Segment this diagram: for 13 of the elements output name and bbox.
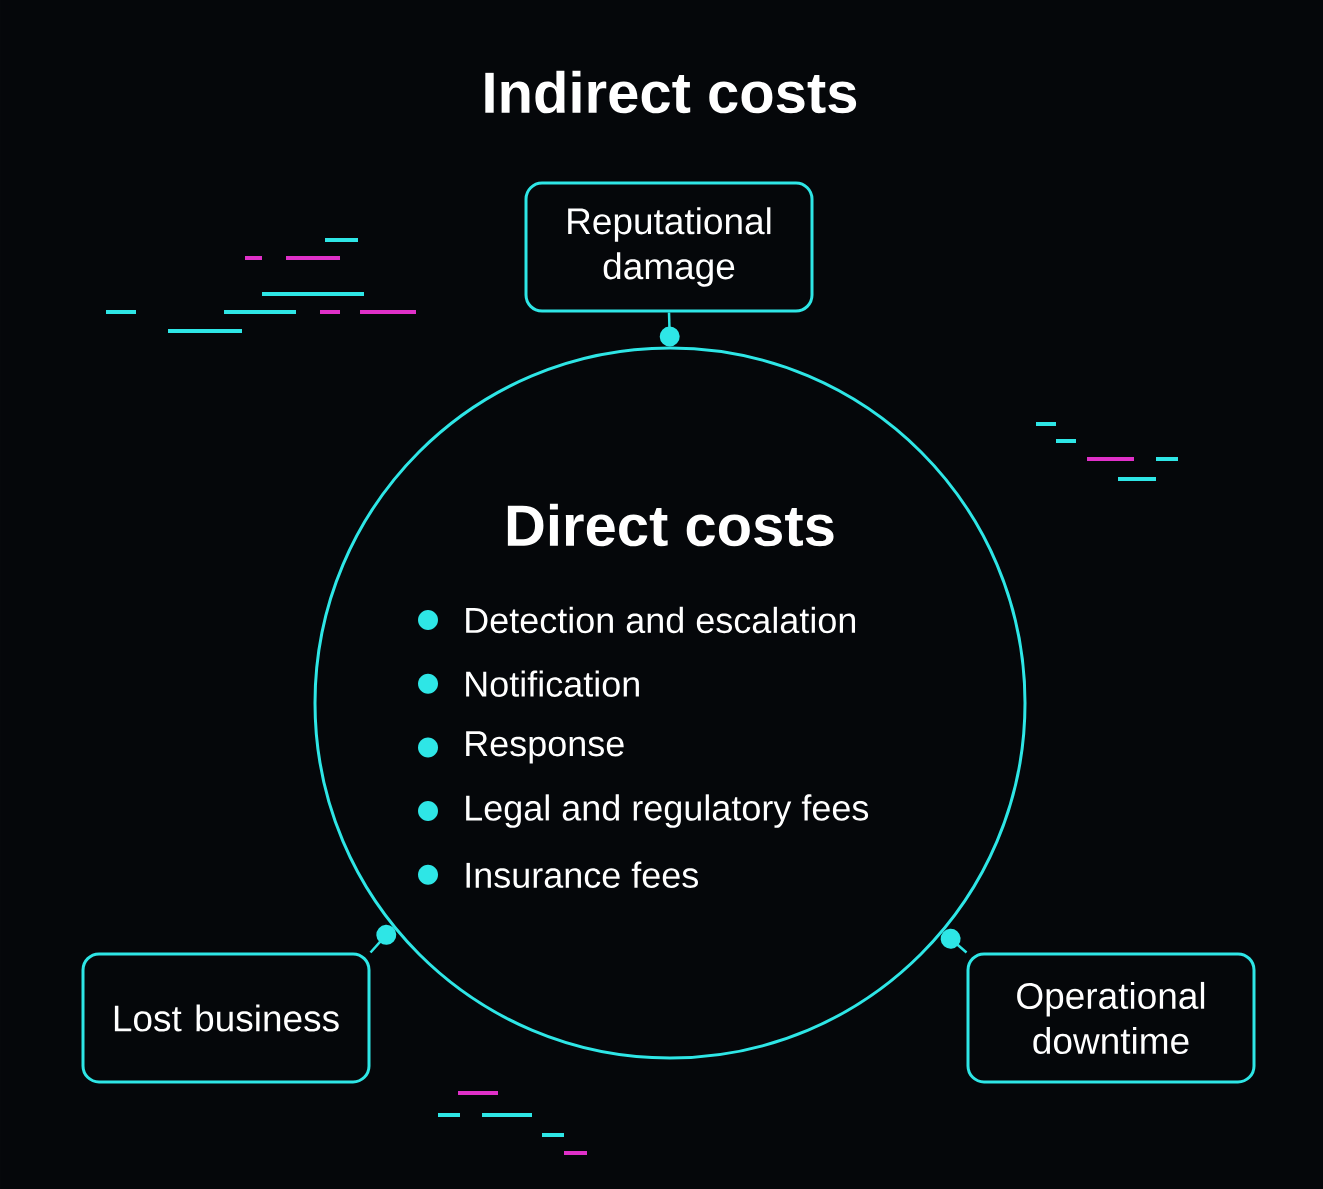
heading: Direct costs — [507, 503, 834, 547]
connector — [940, 928, 968, 954]
label-box: Operational downtime — [966, 952, 1256, 1084]
connector — [659, 312, 680, 347]
bullet-item: Insurance fees — [466, 861, 698, 888]
label-box: Lost business — [81, 952, 371, 1084]
bullet-item: Detection and escalation — [466, 606, 855, 634]
bullet-item: Response — [466, 731, 624, 764]
title: Indirect costs — [485, 70, 857, 114]
label-box: Reputational damage — [524, 181, 814, 313]
bullet-item: Legal and regulatory fees — [466, 794, 869, 828]
bullet-item: Notification — [466, 670, 639, 697]
connector — [369, 924, 397, 954]
